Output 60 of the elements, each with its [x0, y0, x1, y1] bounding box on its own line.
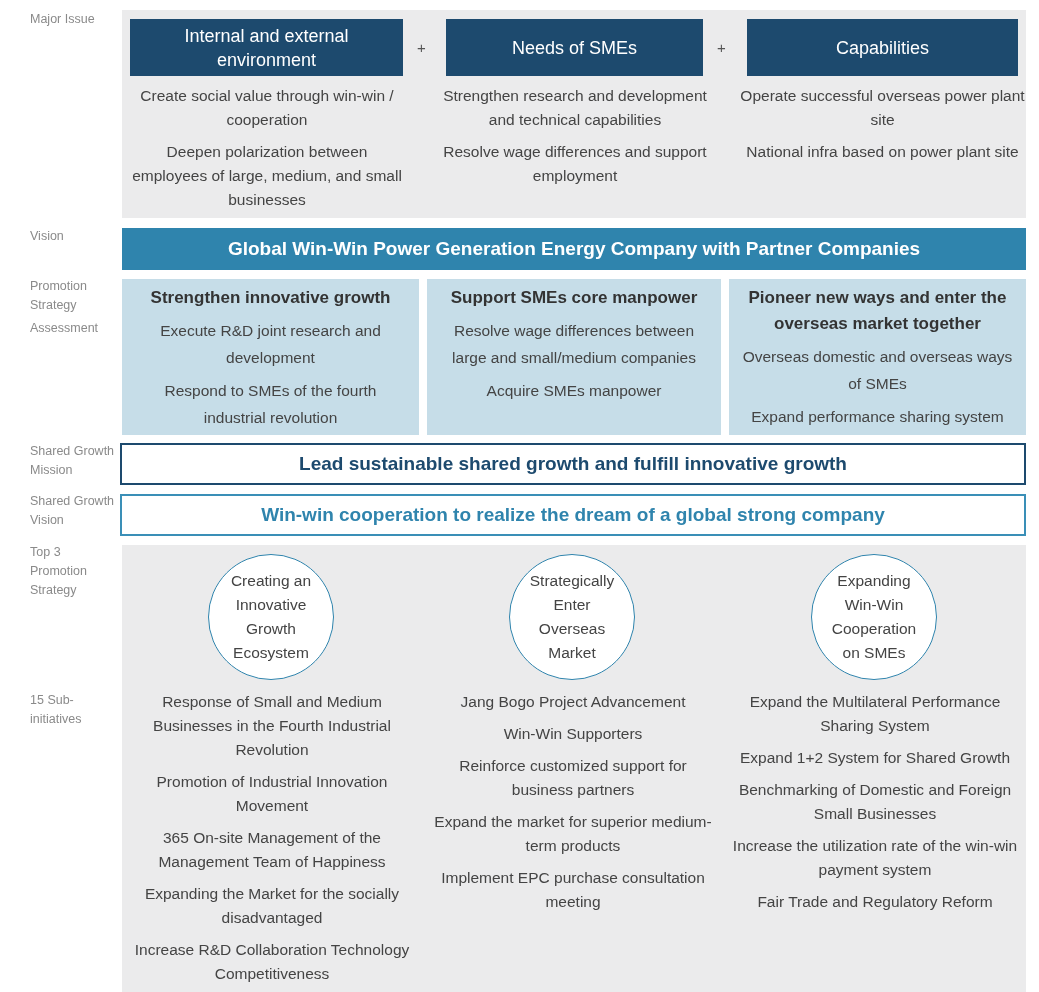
strategy-box — [122, 279, 419, 435]
box-heading: Support SMEs core manpower — [450, 287, 698, 309]
node-text: Needs of SMEs — [511, 36, 638, 60]
node-text: Global Win-Win Power Generation Energy Company with Partner Companies — [227, 238, 921, 260]
header-box — [130, 19, 403, 76]
strategy-item: Respond to SMEs of the fourth industrial revolution — [163, 381, 378, 428]
initiative-text: Win-Win Supporters — [503, 724, 643, 744]
initiative-text: Implement EPC purchase consultation meeting — [440, 868, 706, 912]
node-text: Capabilities — [835, 36, 930, 60]
initiative-text: Operate successful overseas power plant site — [740, 86, 1025, 130]
strategy-box — [427, 279, 721, 435]
initiative-text: Reinforce customized support for business partners — [458, 756, 688, 800]
initiative-text: Expand the Multilateral Performance Sharing System — [748, 692, 1002, 736]
strategy-box — [729, 279, 1026, 435]
panel-background — [122, 545, 1026, 992]
strategy-item: Overseas domestic and overseas ways of SMEs — [741, 347, 1014, 394]
header-box — [747, 19, 1018, 76]
node-text: Win-win cooperation to realize the dream of a global strong company — [261, 504, 885, 526]
initiative-text: Expand the market for superior medium-term products — [433, 812, 713, 856]
box-heading: Pioneer new ways and enter the overseas market together — [747, 287, 1008, 335]
plus-sign: + — [717, 38, 727, 57]
initiative-text: Strengthen research and development and technical capabilities — [442, 86, 708, 130]
node-text: Creating an Innovative Growth Ecosystem — [229, 571, 313, 663]
initiative-text: Resolve wage differences and support employment — [442, 142, 708, 186]
plus-sign: + — [417, 38, 427, 57]
initiative-text: Promotion of Industrial Innovation Movement — [155, 772, 389, 816]
mission-box — [120, 443, 1026, 485]
row-label: Vision — [30, 228, 65, 245]
row-label: Assessment — [30, 320, 100, 337]
node-text: Strategically Enter Overseas Market — [528, 571, 616, 663]
node-text: Internal and external environment — [183, 24, 350, 72]
initiative-text: Jang Bogo Project Advancement — [460, 692, 686, 712]
node-text: Expanding Win-Win Cooperation on SMEs — [830, 571, 918, 663]
panel-background — [122, 10, 1026, 218]
strategy-item: Expand performance sharing system — [751, 407, 1004, 427]
initiative-text: Benchmarking of Domestic and Foreign Small Businesses — [737, 780, 1013, 824]
initiative-text: Increase the utilization rate of the win-win payment system — [732, 836, 1018, 880]
initiative-text: Deepen polarization between employees of large, medium, and small businesses — [131, 142, 403, 210]
initiative-text: Fair Trade and Regulatory Reform — [757, 892, 993, 912]
vision-box — [120, 494, 1026, 536]
node-text: Lead sustainable shared growth and fulfill innovative growth — [299, 453, 847, 475]
header-box — [446, 19, 703, 76]
box-heading: Strengthen innovative growth — [150, 287, 391, 309]
strategy-item: Acquire SMEs manpower — [486, 381, 662, 401]
initiative-text: Expanding the Market for the socially disadvantaged — [143, 884, 401, 928]
row-label: 15 Sub-initiatives — [30, 692, 83, 728]
initiative-text: 365 On-site Management of the Management Team of Happiness — [157, 828, 387, 872]
row-label: Shared Growth Vision — [30, 493, 116, 529]
row-label: Shared Growth Mission — [30, 443, 116, 479]
row-label: Promotion Strategy — [30, 278, 88, 314]
initiative-text: Response of Small and Medium Businesses in the Fourth Industrial Revolution — [152, 692, 392, 760]
initiative-text: Create social value through win-win / cooperation — [139, 86, 395, 130]
strategy-item: Resolve wage differences between large and small/medium companies — [451, 321, 697, 368]
initiative-text: Increase R&D Collaboration Technology Competitiveness — [133, 940, 411, 984]
initiative-text: National infra based on power plant site — [746, 142, 1019, 162]
strategy-item: Execute R&D joint research and development — [159, 321, 382, 368]
row-label: Major Issue — [30, 11, 96, 28]
vision-bar — [122, 228, 1026, 270]
initiative-text: Expand 1+2 System for Shared Growth — [739, 748, 1011, 768]
row-label: Top 3 Promotion Strategy — [30, 544, 88, 599]
